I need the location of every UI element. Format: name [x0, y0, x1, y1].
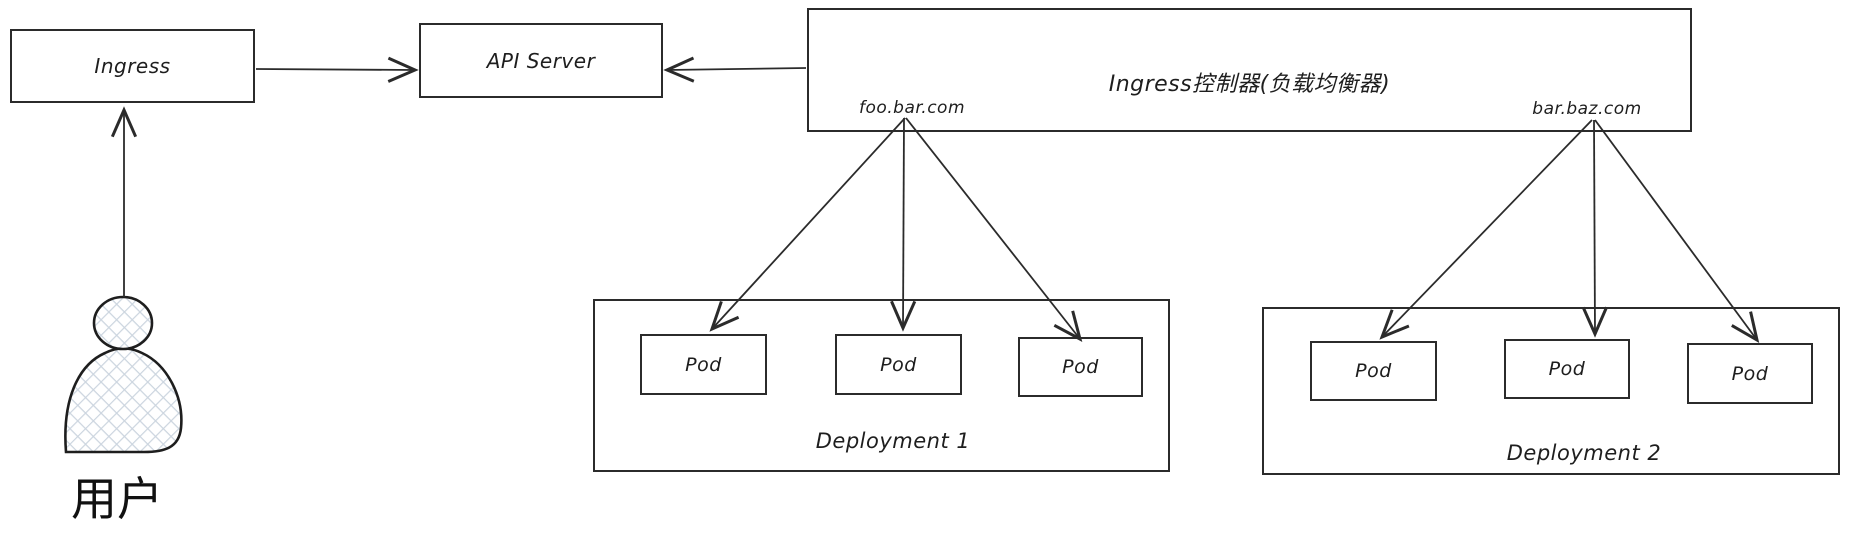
node-d1-pod-3: Pod — [1018, 337, 1143, 397]
node-ingress-controller: Ingress控制器(负载均衡器) foo.bar.com bar.baz.co… — [807, 8, 1692, 132]
ingress-controller-label: Ingress控制器(负载均衡器) — [1108, 72, 1391, 97]
api-server-label: API Server — [486, 48, 596, 73]
user-figure-icon — [64, 295, 183, 454]
arrow-bar-to-d2-pod-1 — [1379, 119, 1593, 340]
pod-label: Pod — [1731, 362, 1769, 385]
user-head — [92, 295, 154, 351]
host-label-foo-bar-com: foo.bar.com — [858, 98, 966, 118]
arrow-foo-to-d1-pod-1 — [709, 117, 906, 332]
user-body — [64, 347, 183, 454]
node-d1-pod-2: Pod — [835, 334, 962, 395]
pod-label: Pod — [1062, 356, 1099, 378]
arrow-bar-to-d2-pod-2 — [1581, 119, 1608, 338]
node-ingress: Ingress — [10, 29, 255, 103]
ingress-label: Ingress — [94, 54, 171, 78]
arrow-foo-to-d1-pod-2 — [890, 117, 917, 332]
pod-label: Pod — [685, 353, 722, 376]
user-label: 用户 — [71, 472, 163, 526]
node-api-server: API Server — [419, 23, 663, 98]
node-d2-pod-2: Pod — [1504, 339, 1630, 399]
arrow-controller-to-api-server — [663, 56, 807, 83]
pod-label: Pod — [1548, 358, 1586, 380]
pod-label: Pod — [1355, 360, 1392, 382]
deployment-1-label: Deployment 1 — [815, 429, 971, 453]
host-label-bar-baz-com: bar.baz.com — [1532, 99, 1642, 119]
node-d1-pod-1: Pod — [640, 334, 767, 395]
deployment-2-label: Deployment 2 — [1506, 441, 1662, 465]
node-d2-pod-3: Pod — [1687, 343, 1813, 404]
pod-label: Pod — [880, 353, 917, 376]
arrow-ingress-to-api-server — [255, 56, 419, 83]
node-d2-pod-1: Pod — [1310, 341, 1437, 401]
